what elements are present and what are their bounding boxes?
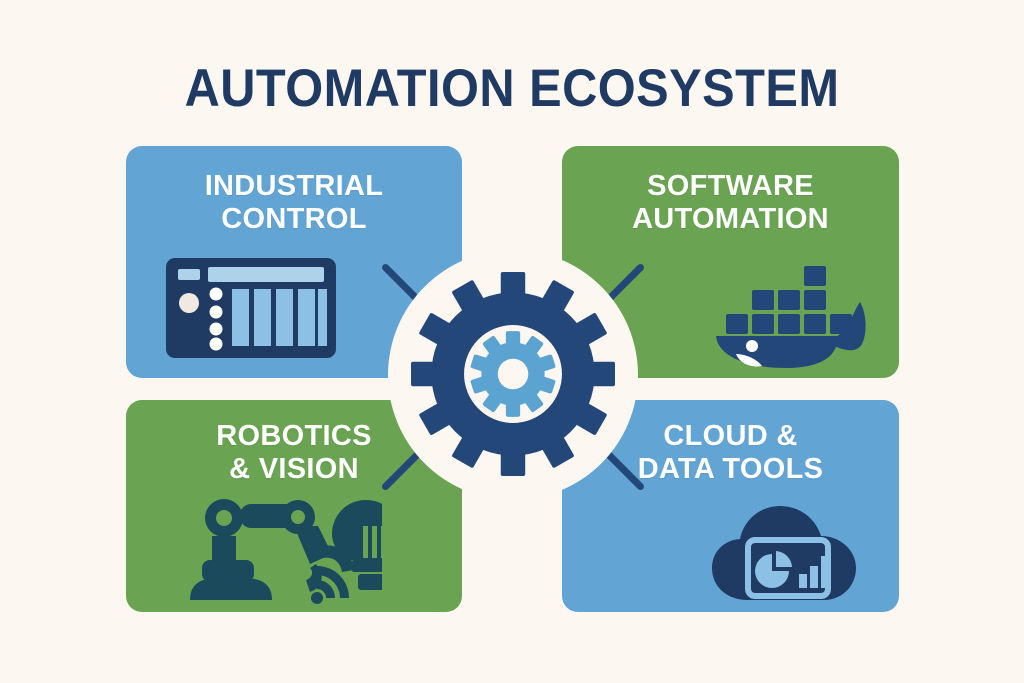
card-label-robotics-vision: ROBOTICS & VISION <box>126 420 462 486</box>
plc-rack-icon <box>166 258 336 358</box>
card-label-line2: CONTROL <box>221 203 367 235</box>
card-label-line1: ROBOTICS <box>216 420 372 452</box>
page-title: AUTOMATION ECOSYSTEM <box>184 59 840 118</box>
cloud-dashboard-icon <box>712 506 856 600</box>
card-label-line1: INDUSTRIAL <box>204 170 384 202</box>
card-label-line2: & VISION <box>229 453 359 485</box>
gear-icon[interactable] <box>411 272 615 476</box>
card-label-industrial-control: INDUSTRIAL CONTROL <box>126 170 462 236</box>
robot-arm-icon <box>190 499 382 604</box>
card-label-line2: DATA TOOLS <box>637 453 824 485</box>
card-label-software-automation: SOFTWARE AUTOMATION <box>562 170 899 236</box>
card-industrial-control[interactable]: INDUSTRIAL CONTROL <box>126 146 462 378</box>
card-label-cloud-data-tools: CLOUD & DATA TOOLS <box>562 420 899 486</box>
docker-whale-icon <box>716 266 866 368</box>
card-label-line1: SOFTWARE <box>647 170 814 202</box>
card-label-line1: CLOUD & <box>663 420 798 452</box>
card-label-line2: AUTOMATION <box>632 203 829 235</box>
